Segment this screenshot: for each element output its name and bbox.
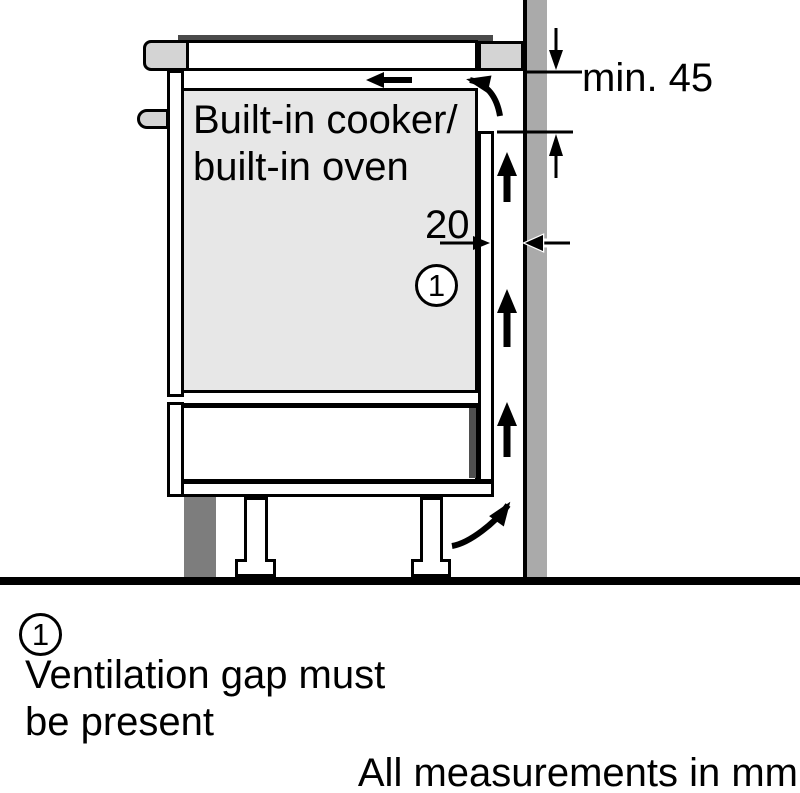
appliance-label-line2: built-in oven (193, 145, 409, 189)
drawer-front-panel (167, 402, 184, 497)
dimension-arrow-up-icon (549, 134, 563, 156)
callout-1-marker: 1 (415, 264, 458, 307)
appliance-label: Built-in cooker/ built-in oven (193, 97, 458, 191)
worktop-front-edge (143, 40, 189, 71)
airflow-up-arrow-icon (497, 152, 517, 202)
airflow-up-arrow-icon (497, 289, 517, 347)
wall (523, 0, 547, 577)
legend-note-line1: Ventilation gap must (25, 653, 386, 697)
worktop (186, 40, 478, 71)
legend-note-line2: be present (25, 700, 215, 744)
units-note: All measurements in mm (357, 751, 798, 793)
floor-line (0, 577, 800, 585)
cabinet-leg-left (244, 497, 268, 562)
airflow-up-arrow-icon (497, 402, 517, 457)
airflow-left-arrow-icon (366, 72, 412, 88)
legend-callout-1-number: 1 (31, 616, 50, 652)
cabinet-side-panel (478, 131, 494, 482)
airflow-curve-bottom-icon (451, 501, 511, 549)
appliance-body (181, 88, 478, 393)
base-drawer (181, 403, 478, 482)
plinth (184, 497, 216, 577)
callout-1-number: 1 (427, 267, 446, 303)
legend-note: Ventilation gap must be present (25, 652, 385, 746)
top-clearance-label: min. 45 (582, 56, 714, 100)
appliance-label-line1: Built-in cooker/ (193, 98, 458, 142)
appliance-handle (137, 109, 169, 129)
cabinet-leg-right (420, 497, 443, 562)
hob-top-strip (178, 35, 493, 41)
dimension-arrow-down-icon (549, 50, 563, 70)
drawer-rear-gap (469, 408, 476, 478)
legend-callout-1-marker: 1 (19, 613, 62, 656)
cabinet-bottom-board (181, 481, 494, 497)
rear-gap-label: 20 (425, 203, 470, 247)
worktop-rear-edge (478, 41, 524, 71)
